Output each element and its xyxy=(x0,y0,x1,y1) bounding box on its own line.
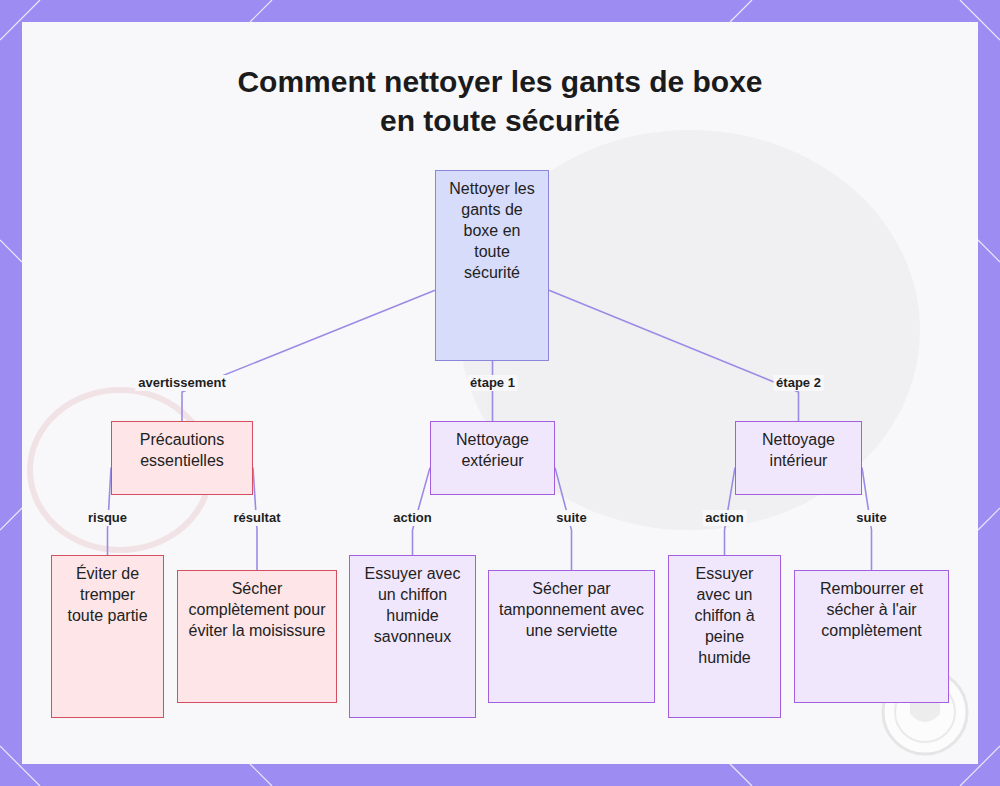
warning-box: Éviter de tremper toute partie xyxy=(51,555,164,718)
node-text: Essuyer avec un chiffon humide savonneux xyxy=(358,563,467,647)
node-text: Nettoyer les gants de boxe en toute sécu… xyxy=(444,178,540,283)
edge-label: action xyxy=(390,510,434,526)
edge-label: suite xyxy=(853,510,889,526)
step-box: Nettoyage intérieur xyxy=(735,421,862,495)
node-text: Nettoyage intérieur xyxy=(744,429,853,471)
edge-label: étape 2 xyxy=(773,375,824,391)
step-box: Sécher par tamponnement avec une serviet… xyxy=(488,570,655,703)
node-text: Précautions essentielles xyxy=(120,429,244,471)
connector-line xyxy=(549,290,799,421)
root-box: Nettoyer les gants de boxe en toute sécu… xyxy=(435,170,549,361)
warning-box: Sécher complètement pour éviter la moisi… xyxy=(177,570,337,703)
edge-label: étape 1 xyxy=(467,375,518,391)
connector-line xyxy=(492,361,494,421)
node-text: Sécher par tamponnement avec une serviet… xyxy=(497,578,646,641)
edge-label: suite xyxy=(553,510,589,526)
node-text: Nettoyage extérieur xyxy=(439,429,546,471)
node-text: Rembourrer et sécher à l'air complètemen… xyxy=(803,578,940,641)
edge-label: action xyxy=(702,510,746,526)
step-box: Essuyer avec un chiffon à peine humide xyxy=(668,555,781,718)
step-box: Nettoyage extérieur xyxy=(430,421,555,495)
edge-label: risque xyxy=(85,510,130,526)
step-box: Rembourrer et sécher à l'air complètemen… xyxy=(794,570,949,703)
step-box: Essuyer avec un chiffon humide savonneux xyxy=(349,555,476,718)
warning-box: Précautions essentielles xyxy=(111,421,253,495)
node-text: Éviter de tremper toute partie xyxy=(60,563,155,626)
connector-line xyxy=(182,290,435,421)
node-text: Sécher complètement pour éviter la moisi… xyxy=(186,578,328,641)
edge-label: résultat xyxy=(231,510,284,526)
diagram-title: Comment nettoyer les gants de boxe en to… xyxy=(220,62,780,140)
edge-label: avertissement xyxy=(135,375,228,391)
node-text: Essuyer avec un chiffon à peine humide xyxy=(677,563,772,668)
